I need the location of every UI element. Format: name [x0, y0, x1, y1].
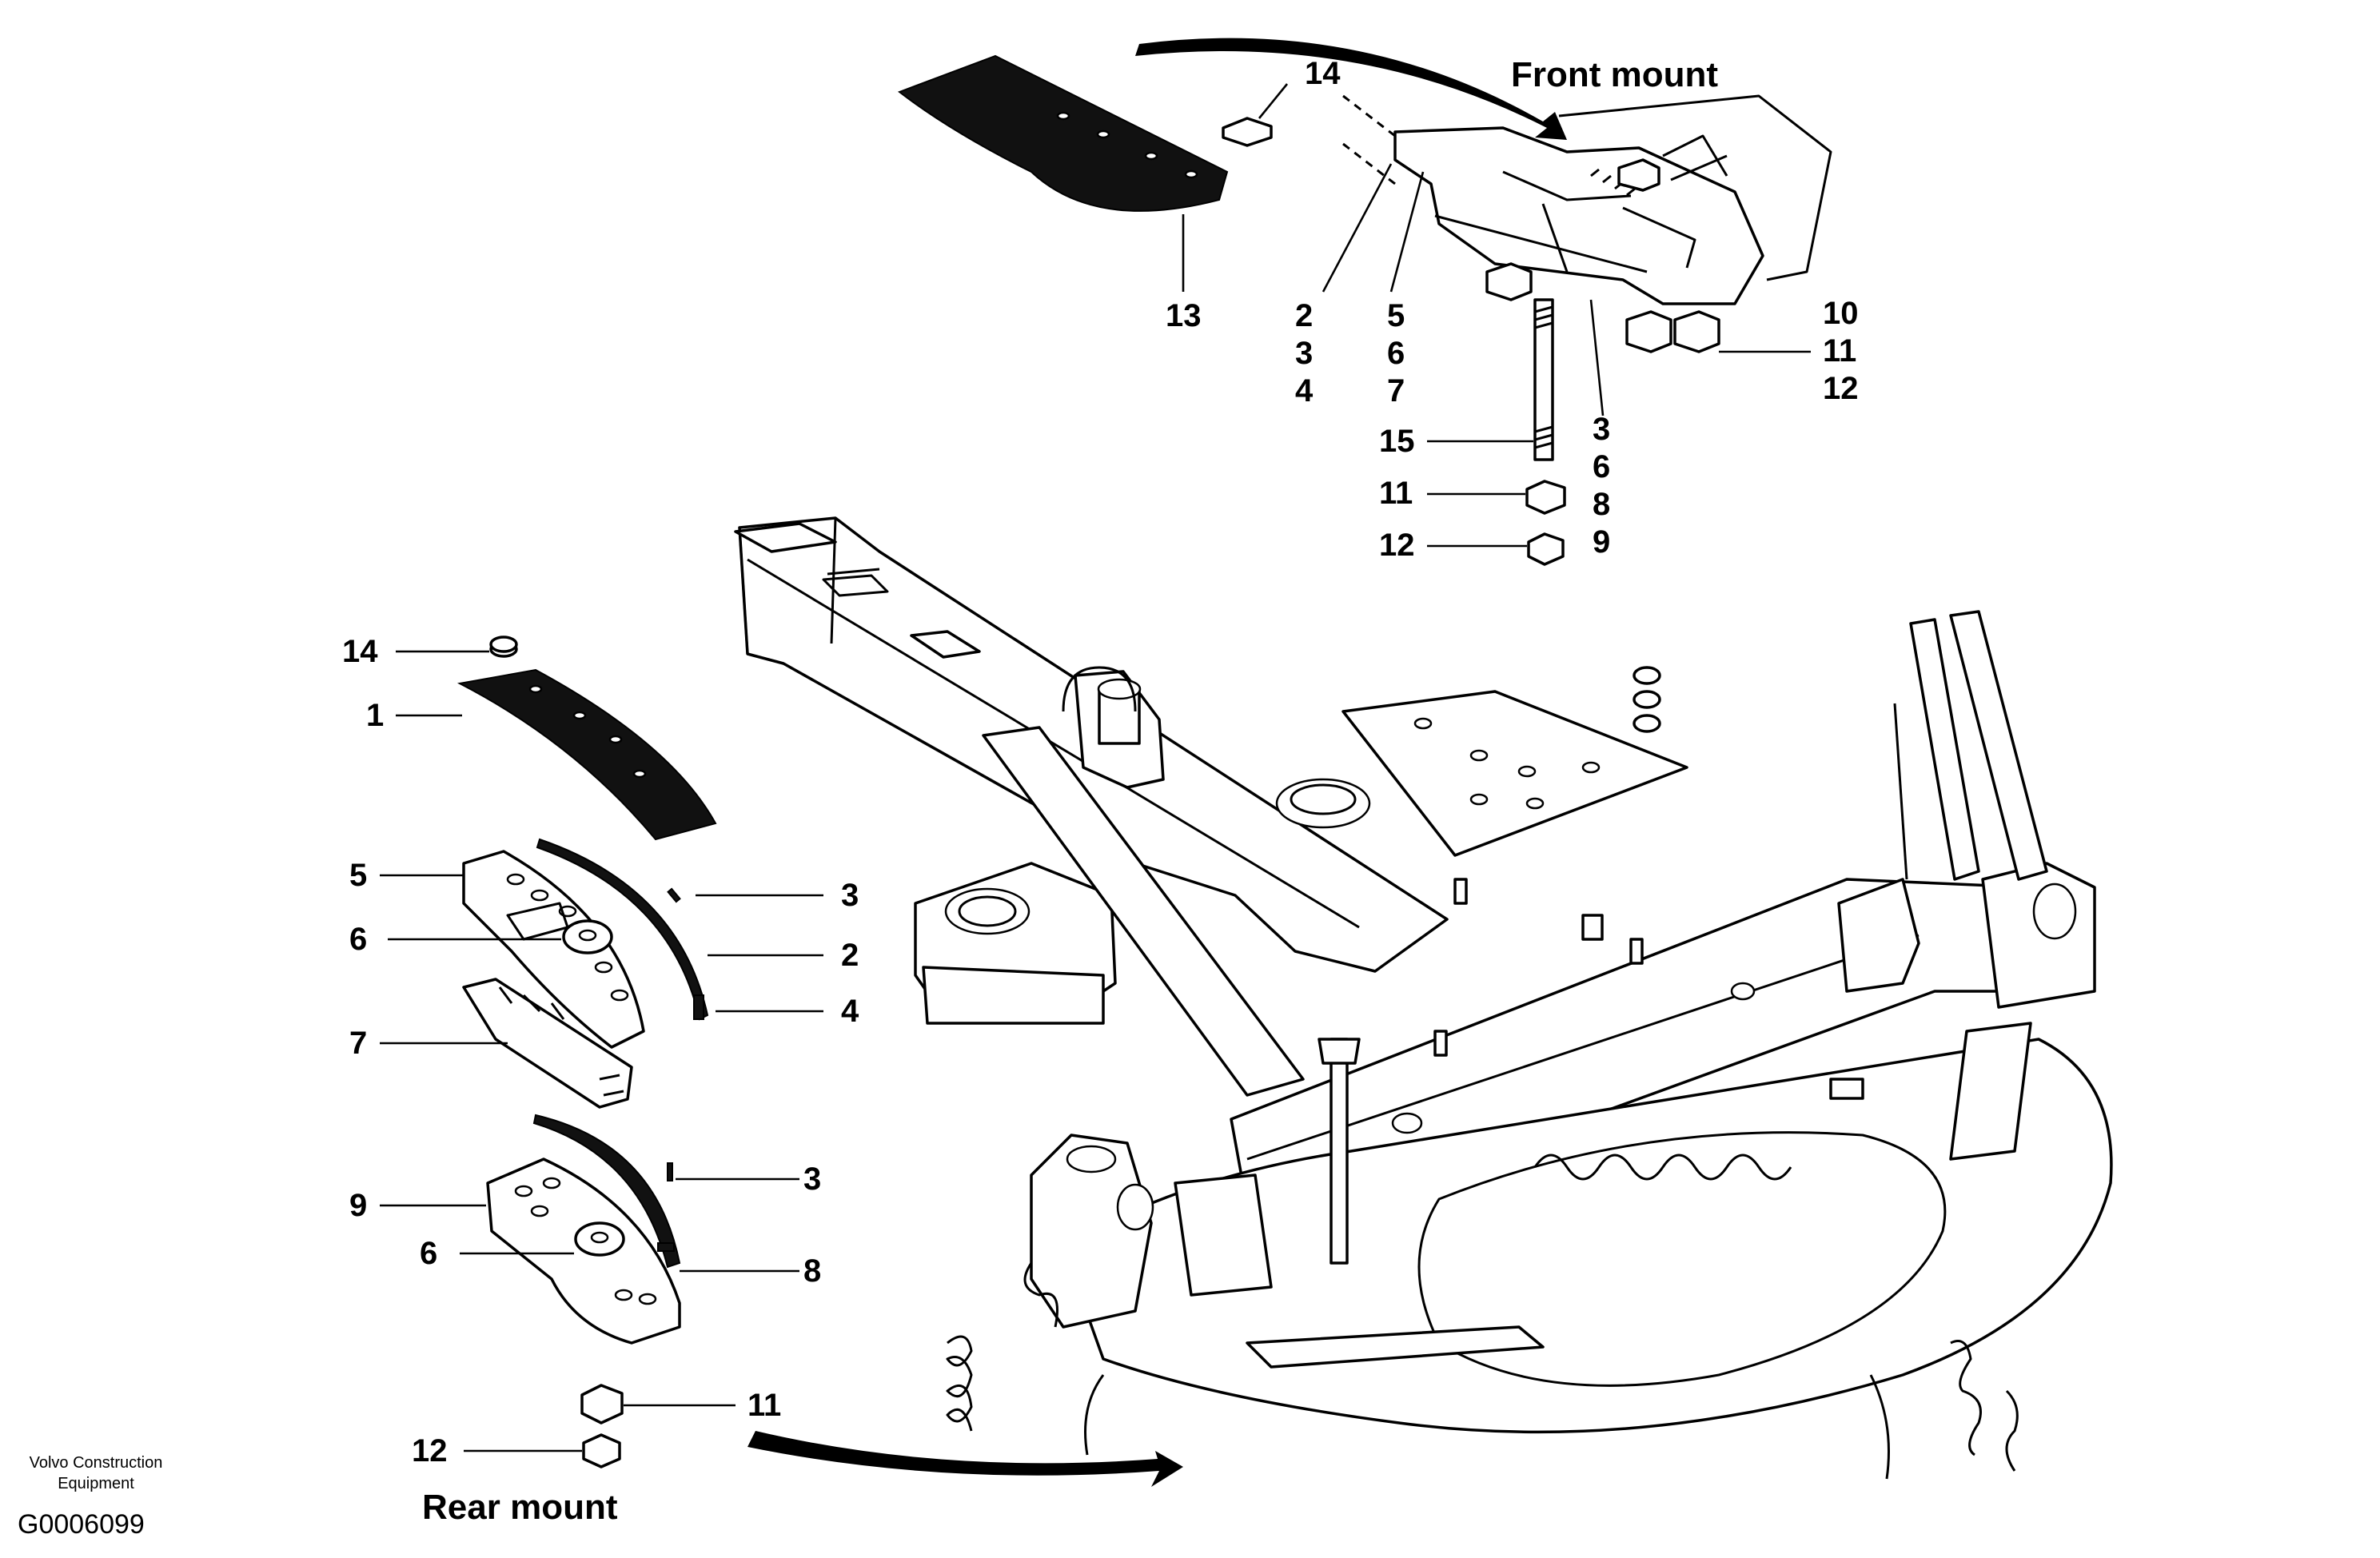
front-mount-arrow	[1135, 38, 1567, 140]
label-14-rear: 14	[342, 634, 378, 669]
label-12-front-a: 12	[1823, 371, 1859, 406]
shim-plate-1	[456, 668, 717, 841]
rear-mount-arrow	[747, 1431, 1183, 1487]
label-8-front-b: 8	[1593, 487, 1610, 522]
label-3-rear-a: 3	[841, 878, 859, 913]
label-15: 15	[1379, 424, 1415, 459]
label-6-rear-b: 6	[420, 1236, 437, 1271]
label-9-rear: 9	[349, 1188, 367, 1223]
label-6-rear: 6	[349, 922, 367, 957]
nut-11-rear	[580, 1384, 624, 1425]
label-7-rear: 7	[349, 1026, 367, 1061]
label-5-rear: 5	[349, 858, 367, 893]
label-1: 1	[366, 698, 384, 733]
shim-plate-13	[897, 54, 1229, 212]
label-12-rear: 12	[412, 1433, 448, 1468]
rear-mount-group	[456, 636, 1183, 1487]
label-6-front: 6	[1387, 336, 1405, 371]
nut-11-front	[1525, 480, 1566, 515]
label-13: 13	[1166, 298, 1202, 333]
leader-lines	[380, 83, 1811, 1452]
front-mount-group	[897, 38, 1832, 566]
label-10: 10	[1823, 296, 1859, 331]
label-12-front-b: 12	[1379, 528, 1415, 563]
shim-7	[462, 978, 633, 1109]
label-3-front: 3	[1295, 336, 1313, 371]
pin-3-rear-bottom	[667, 1162, 673, 1181]
label-11-front-b: 11	[1379, 476, 1413, 511]
front-labels: Front mount 14 13 2 3 4 5 6 7 10 11 12 1…	[1166, 55, 1859, 563]
label-11-front-a: 11	[1823, 333, 1856, 369]
label-3-rear-b: 3	[803, 1162, 821, 1197]
front-mount-caption: Front mount	[1511, 55, 1718, 94]
label-2-front: 2	[1295, 298, 1313, 333]
brand-line-1: Volvo Construction	[30, 1454, 163, 1472]
label-6-front-b: 6	[1593, 449, 1610, 484]
drawing-code: G0006099	[18, 1509, 145, 1540]
label-14-front: 14	[1305, 56, 1341, 91]
label-4-rear: 4	[841, 994, 859, 1029]
frame-assembly	[734, 516, 2113, 1480]
brand-block: Volvo Construction Equipment G0006099	[18, 1454, 162, 1540]
stud-15	[1533, 298, 1554, 461]
nut-12-rear	[582, 1433, 621, 1468]
nut-14-front	[1222, 117, 1273, 147]
pin-3-rear-top	[667, 887, 681, 903]
label-7-front: 7	[1387, 373, 1405, 408]
label-9-front-b: 9	[1593, 524, 1610, 560]
rear-labels: 14 1 5 6 7 3 2 4 9 6 3 8 11 12 Rear moun…	[342, 634, 859, 1527]
label-8-rear: 8	[803, 1253, 821, 1289]
label-4-front: 4	[1295, 373, 1314, 408]
brand-line-2: Equipment	[58, 1475, 134, 1492]
rear-mount-caption: Rear mount	[422, 1488, 618, 1527]
label-2-rear: 2	[841, 938, 859, 973]
label-3-front-b: 3	[1593, 412, 1610, 447]
label-11-rear: 11	[747, 1388, 781, 1423]
bracket-5	[462, 850, 645, 1049]
nut-12-front	[1527, 532, 1565, 566]
label-5-front: 5	[1387, 298, 1405, 333]
